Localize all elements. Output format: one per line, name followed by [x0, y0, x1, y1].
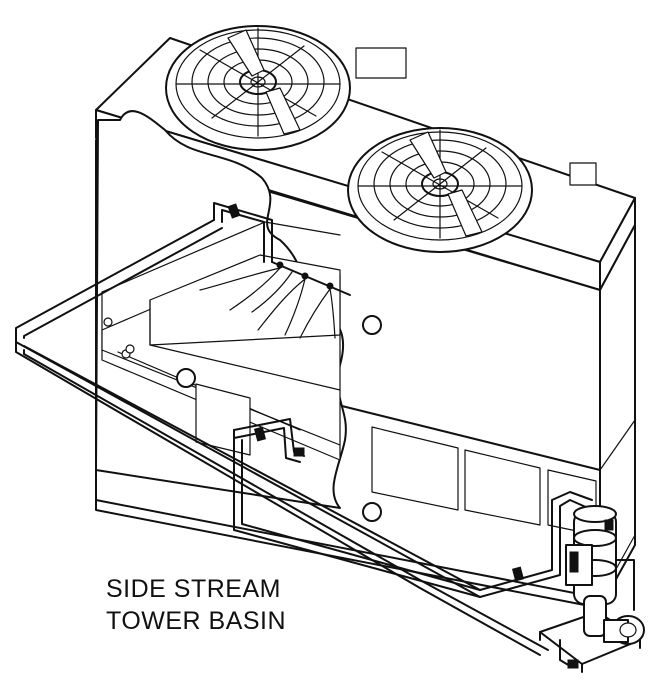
fan-right — [347, 127, 533, 253]
label-side-stream: SIDE STREAM — [106, 575, 281, 603]
piping-loop — [15, 202, 593, 656]
cutaway-opening — [95, 110, 351, 509]
label-tower-basin: TOWER BASIN — [106, 607, 287, 635]
pump-skid — [539, 505, 645, 673]
fan-left — [165, 25, 351, 151]
